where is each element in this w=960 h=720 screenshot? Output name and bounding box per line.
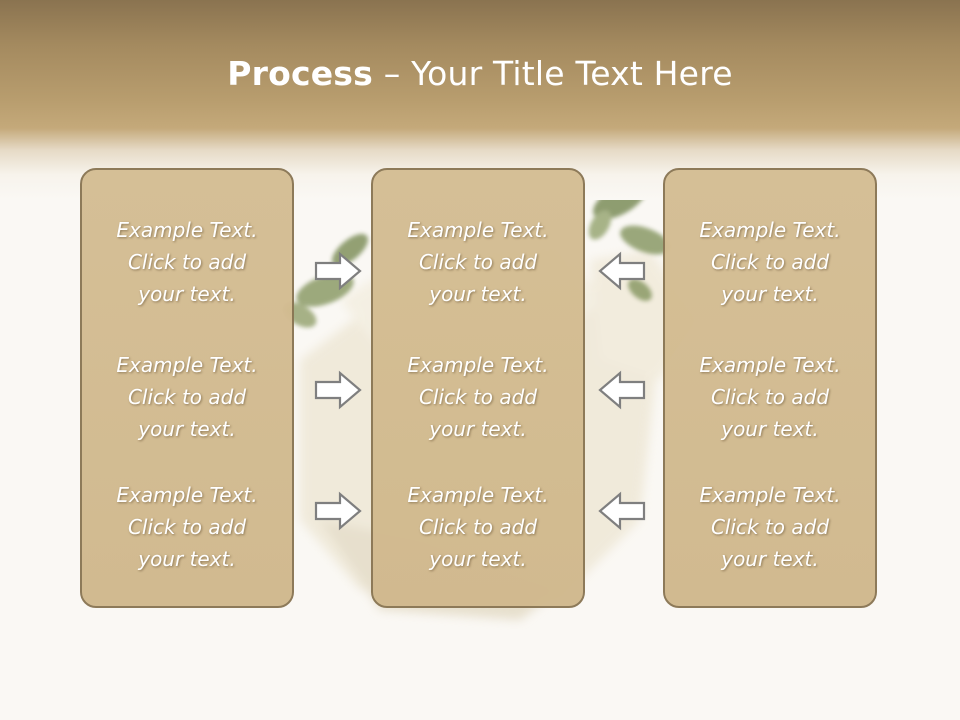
text-placeholder[interactable]: Example Text. Click to add your text. [373,479,583,575]
item-line: Click to add [710,250,830,274]
process-box-middle[interactable]: Example Text. Click to add your text. Ex… [371,168,585,608]
item-line: your text. [721,417,819,441]
text-placeholder[interactable]: Example Text. Click to add your text. [82,214,292,310]
item-line: your text. [138,282,236,306]
item-line: your text. [138,417,236,441]
item-line: Click to add [127,515,247,539]
text-placeholder[interactable]: Example Text. Click to add your text. [373,214,583,310]
process-box-right[interactable]: Example Text. Click to add your text. Ex… [663,168,877,608]
item-line: Click to add [418,515,538,539]
item-line: Click to add [418,250,538,274]
item-line: your text. [138,547,236,571]
title-bold-part: Process [227,54,373,93]
item-line: Example Text. [699,218,841,242]
item-line: your text. [721,282,819,306]
text-placeholder[interactable]: Example Text. Click to add your text. [82,479,292,575]
item-line: Example Text. [407,218,549,242]
text-placeholder[interactable]: Example Text. Click to add your text. [665,479,875,575]
left-arrow-icon[interactable] [598,491,646,531]
header-band [0,0,960,200]
item-line: Click to add [710,385,830,409]
item-line: your text. [429,417,527,441]
item-line: Click to add [418,385,538,409]
right-arrow-icon[interactable] [314,370,362,410]
left-arrow-icon[interactable] [598,251,646,291]
title-rest-part: Your Title Text Here [411,54,733,93]
item-line: Example Text. [116,353,258,377]
right-arrow-icon[interactable] [314,251,362,291]
item-line: Click to add [127,250,247,274]
item-line: your text. [429,282,527,306]
left-arrow-icon[interactable] [598,370,646,410]
item-line: Example Text. [407,353,549,377]
item-line: Example Text. [116,483,258,507]
item-line: Example Text. [699,353,841,377]
item-line: your text. [429,547,527,571]
title-dash: – [373,54,412,93]
slide-title[interactable]: Process – Your Title Text Here [0,52,960,96]
text-placeholder[interactable]: Example Text. Click to add your text. [665,349,875,445]
process-box-left[interactable]: Example Text. Click to add your text. Ex… [80,168,294,608]
item-line: Click to add [127,385,247,409]
item-line: Example Text. [407,483,549,507]
item-line: Click to add [710,515,830,539]
item-line: Example Text. [116,218,258,242]
right-arrow-icon[interactable] [314,491,362,531]
text-placeholder[interactable]: Example Text. Click to add your text. [82,349,292,445]
text-placeholder[interactable]: Example Text. Click to add your text. [665,214,875,310]
item-line: Example Text. [699,483,841,507]
text-placeholder[interactable]: Example Text. Click to add your text. [373,349,583,445]
item-line: your text. [721,547,819,571]
